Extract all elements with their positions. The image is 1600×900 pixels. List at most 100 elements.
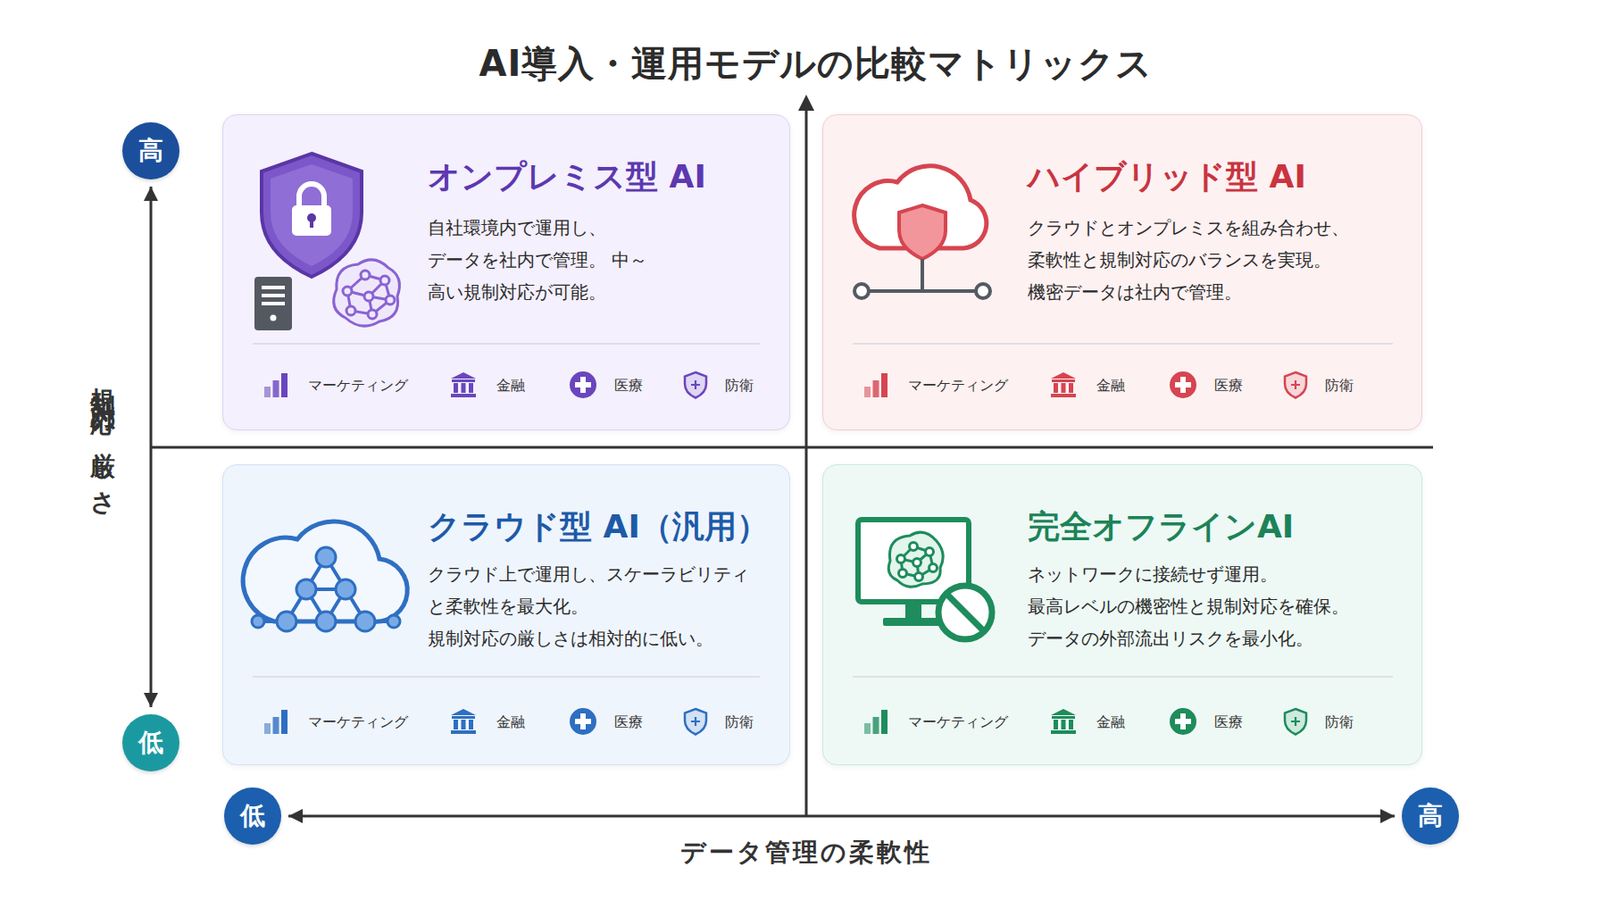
monitor-illustration (858, 519, 969, 626)
shield-lock-illustration (270, 164, 353, 267)
network-illustration (360, 270, 370, 280)
connector-illustration (920, 258, 925, 292)
level-text: 高 (122, 122, 180, 180)
sector-tag: 防衛 (725, 712, 754, 733)
network-illustration (258, 557, 394, 622)
model-card: 完全オフラインAI ネットワークに接続せず運用。 最高レベルの機密性と規制対応を確… (822, 464, 1423, 766)
network-illustration (296, 579, 317, 600)
sector-tag: 防衛 (1325, 712, 1354, 733)
sector-icon (264, 371, 707, 399)
sector-icon (864, 373, 888, 398)
model-card: オンプレミス型 AI自社環境内で運用し、 データを社内で管理。 中～高い規制対応… (222, 114, 791, 431)
sector-icon (264, 373, 288, 398)
brain-illustration (897, 555, 906, 564)
offline-illustration (858, 519, 992, 640)
network-illustration (251, 547, 400, 632)
sector-tag: 防衛 (1325, 375, 1354, 396)
sector-icon (1284, 372, 1307, 399)
card-separator (852, 675, 1393, 678)
card-heading: クラウド型 AI（汎用） (427, 506, 769, 548)
connector-illustration (868, 289, 976, 293)
quadrant-divider (150, 94, 1434, 817)
sector-icon (1284, 708, 1307, 735)
sector-tag: 医療 (1214, 712, 1243, 733)
sector-tag: 金融 (496, 375, 525, 396)
network-illustration (316, 611, 336, 632)
server-illustration (254, 276, 292, 331)
sector-tag: マーケティング (908, 375, 1009, 396)
sector-tag: 医療 (614, 375, 643, 396)
monitor-illustration (883, 617, 944, 626)
monitor-illustration (858, 519, 969, 602)
network-illustration (276, 611, 297, 632)
axis-arrow (150, 186, 153, 708)
cloud-outline (854, 166, 987, 249)
sector-tag: 防衛 (725, 375, 754, 396)
sector-tag: マーケティング (308, 375, 409, 396)
server-illustration (261, 285, 285, 290)
level-badge: 高 (122, 122, 180, 180)
brain-illustration (929, 564, 938, 573)
axis-title: 規制対応の厳しさ (84, 366, 119, 510)
connector-illustration (854, 283, 869, 299)
card-separator (252, 342, 760, 345)
network-illustration (342, 286, 352, 296)
shield-lock-illustration (299, 183, 325, 208)
brain-illustration (888, 532, 943, 587)
shield-lock-illustration (309, 219, 314, 228)
level-text: 低 (224, 787, 282, 845)
card-heading: 完全オフラインAI (1027, 506, 1294, 548)
sector-icon (1169, 708, 1197, 735)
sector-icon (1050, 372, 1076, 398)
network-illustration (251, 615, 265, 628)
network-illustration (346, 306, 356, 316)
network-illustration (347, 275, 391, 315)
sector-icon (684, 708, 707, 735)
level-text: 高 (1401, 787, 1459, 845)
card-body: ネットワークに接続せず運用。 最高レベルの機密性と規制対応を確保。 データの外部… (1027, 558, 1367, 655)
model-card: ハイブリッド型 AI クラウドとオンプレミスを組み合わせ、 柔軟性と規制対応のバラ… (822, 114, 1423, 431)
onpremise-illustration (254, 153, 400, 331)
connector-illustration (975, 283, 991, 299)
network-illustration (367, 309, 377, 319)
card-body: クラウドとオンプレミスを組み合わせ、 柔軟性と規制対応のバランスを実現。 機密デ… (1027, 211, 1367, 309)
brain-illustration (900, 546, 934, 577)
sector-icon (864, 708, 1307, 735)
shield-icon (899, 205, 946, 259)
sector-tag: 金融 (1096, 712, 1125, 733)
brain-illustration (888, 532, 943, 587)
server-illustration (261, 293, 285, 298)
sector-icon (264, 709, 288, 734)
brain-illustration (915, 573, 924, 582)
server-illustration (261, 301, 285, 306)
sector-icon (450, 708, 476, 734)
network-illustration (385, 295, 395, 305)
axis-title: データ管理の柔軟性 (680, 835, 933, 870)
shield-lock-illustration (291, 205, 332, 236)
sector-tag: 医療 (1214, 375, 1243, 396)
network-illustration (333, 259, 400, 326)
network-illustration (387, 615, 400, 628)
prohibition-sign (946, 593, 984, 632)
network-illustration (380, 275, 390, 285)
sector-icon (1169, 371, 1197, 399)
prohibition-sign (938, 585, 992, 640)
brain-illustration (913, 558, 922, 567)
diagram-title: AI導入・運用モデルの比較マトリックス (479, 39, 1154, 89)
level-badge: 高 (1401, 787, 1459, 845)
monitor-illustration (905, 601, 922, 620)
brain-illustration (899, 569, 908, 578)
sector-icon (569, 708, 597, 735)
axis-arrow (288, 815, 1395, 818)
level-badge: 低 (122, 714, 180, 772)
network-illustration (355, 611, 375, 632)
sector-icon (864, 371, 1307, 399)
shield-lock-illustration (261, 153, 362, 277)
card-body: クラウド上で運用し、スケーラビリティ と柔軟性を最大化。 規制対応の厳しさは相対… (427, 558, 767, 655)
card-heading: ハイブリッド型 AI (1027, 156, 1307, 198)
hybrid-illustration (854, 166, 991, 299)
sector-icon (1050, 708, 1076, 734)
connector-illustration (854, 258, 991, 299)
sector-icon (684, 372, 707, 399)
